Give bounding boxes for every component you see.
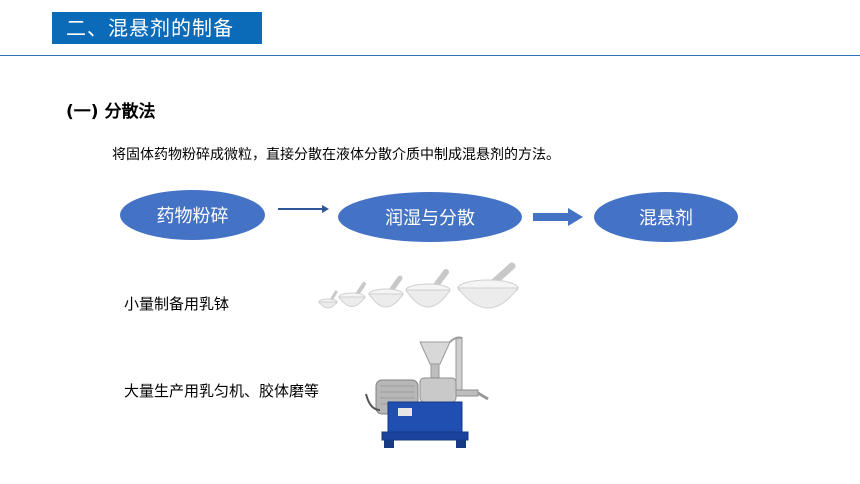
page-title: 二、混悬剂的制备 [52, 12, 262, 44]
thick-arrow-icon [533, 208, 583, 226]
header-divider [0, 55, 860, 56]
flow-step-suspension: 混悬剂 [594, 192, 738, 242]
large-scale-caption: 大量生产用乳匀机、胶体磨等 [124, 382, 320, 400]
small-scale-caption: 小量制备用乳钵 [124, 295, 230, 313]
colloid-mill-image [365, 336, 489, 448]
flow-step-wetting-dispersion: 润湿与分散 [338, 192, 522, 242]
mortar-pestle-set-image [317, 262, 520, 309]
definition-text: 将固体药物粉碎成微粒，直接分散在液体分散介质中制成混悬剂的方法。 [112, 147, 560, 163]
flow-step-crushing: 药物粉碎 [120, 190, 265, 240]
section-heading: (一) 分散法 [66, 102, 156, 122]
thin-arrow-icon [278, 205, 329, 213]
